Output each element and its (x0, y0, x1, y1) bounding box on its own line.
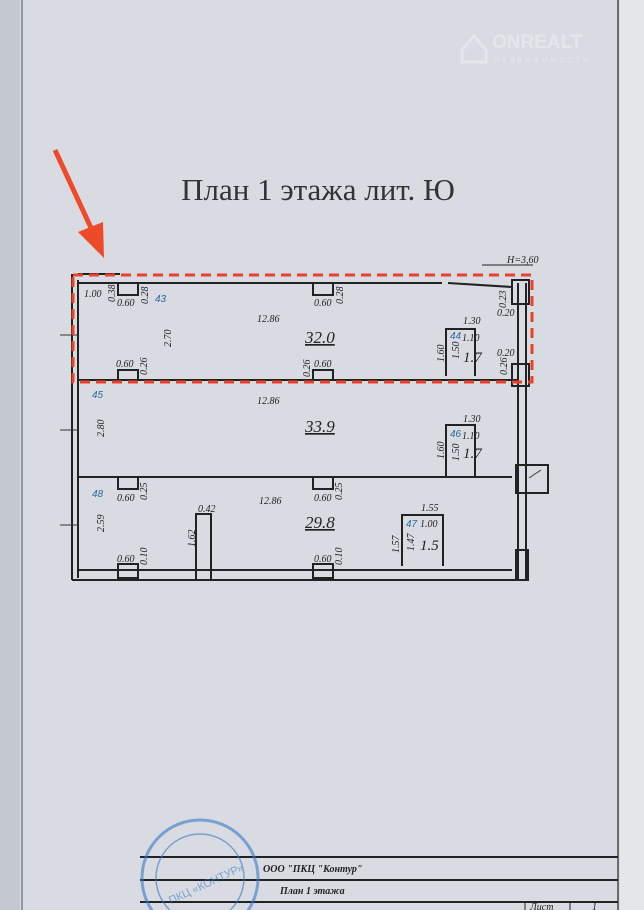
dimension-label: 1.47 (406, 533, 417, 552)
dimension-label: 0.42 (198, 504, 216, 515)
underlying-page-edge (0, 0, 20, 910)
room-area: 1.5 (420, 538, 439, 554)
room-number: 44 (450, 331, 462, 342)
dimension-label: 12.86 (257, 314, 280, 325)
dimension-label: 2.70 (163, 330, 174, 348)
dimension-label: 1.00 (84, 289, 102, 300)
watermark-brand: ONREALT (492, 32, 583, 53)
dimension-label: 0.60 (314, 298, 332, 309)
title-block: ООО "ПКЦ "Контур" План 1 этажа Лист 1 (140, 856, 618, 910)
page-title: План 1 этажа лит. Ю (181, 172, 455, 207)
highlighted-room-outline (71, 273, 534, 384)
dimension-label: 0.60 (314, 493, 332, 504)
room-area: 1.7 (463, 350, 483, 366)
dimension-label: 0.38 (107, 285, 118, 303)
dimension-label: 2.59 (96, 515, 107, 533)
dimension-label: 1.30 (463, 316, 481, 327)
dimension-label: 0.20 (497, 348, 515, 359)
dimension-label: 1.62 (187, 530, 198, 548)
dimension-label: 1.00 (420, 519, 438, 530)
house-icon (460, 33, 488, 64)
room-number: 43 (155, 294, 167, 305)
dimension-label: 0.26 (139, 358, 150, 376)
dimension-label: 0.28 (335, 287, 346, 305)
dimension-label: 1.50 (451, 444, 462, 462)
dimension-label: 0.25 (334, 483, 345, 501)
dimension-label: 0.60 (116, 359, 134, 370)
ceiling-height-label: H=3,60 (506, 255, 538, 266)
dimension-label: 0.60 (117, 298, 135, 309)
dimension-label: 1.57 (391, 535, 402, 554)
dimension-label: 1.10 (462, 333, 480, 344)
dimension-labels: 1.00 0.38 0.60 0.28 0.60 0.28 12.86 2.70… (84, 285, 515, 566)
dimension-label: 0.60 (117, 493, 135, 504)
room-area: 29.8 (305, 513, 335, 532)
dimension-label: 12.86 (257, 396, 280, 407)
organization-name: ООО "ПКЦ "Контур" (263, 864, 362, 875)
room-number: 45 (92, 390, 104, 401)
dimension-label: 1.30 (463, 414, 481, 425)
room-area: 33.9 (304, 417, 335, 436)
sheet-name: План 1 этажа (279, 886, 345, 897)
dimension-label: 1.60 (436, 442, 447, 460)
dimension-label: 0.10 (334, 548, 345, 566)
dimension-label: 2.80 (96, 420, 107, 438)
red-arrow-icon (52, 148, 104, 258)
sheet-number: 1 (592, 902, 597, 910)
page-margin (620, 0, 644, 910)
room-number: 48 (92, 489, 104, 500)
dimension-label: 1.60 (436, 345, 447, 363)
room-number: 46 (450, 429, 462, 440)
watermark-logo: ONREALT НЕДВИЖИМОСТЬ (460, 32, 591, 64)
dimension-label: 0.20 (497, 308, 515, 319)
dimension-label: 0.60 (314, 359, 332, 370)
dimension-label: 0.26 (499, 358, 510, 376)
room-area: 32.0 (304, 328, 335, 347)
dimension-label: 0.26 (302, 360, 313, 378)
dimension-label: 1.50 (451, 342, 462, 360)
dimension-label: 1.55 (421, 503, 439, 514)
sheet-label: Лист (529, 902, 553, 910)
dimension-label: 0.60 (314, 554, 332, 565)
dimension-label: 0.25 (139, 483, 150, 501)
dimension-label: 1.10 (462, 431, 480, 442)
plan-walls (60, 273, 549, 581)
dimension-label: 0.10 (139, 548, 150, 566)
watermark-subtitle: НЕДВИЖИМОСТЬ (494, 57, 591, 64)
dimension-label: 0.28 (140, 287, 151, 305)
dimension-label: 12.86 (259, 496, 282, 507)
dimension-label: 0.60 (117, 554, 135, 565)
room-number: 47 (406, 519, 418, 530)
dimension-label: 0.23 (498, 291, 509, 309)
room-area: 1.7 (463, 446, 483, 462)
